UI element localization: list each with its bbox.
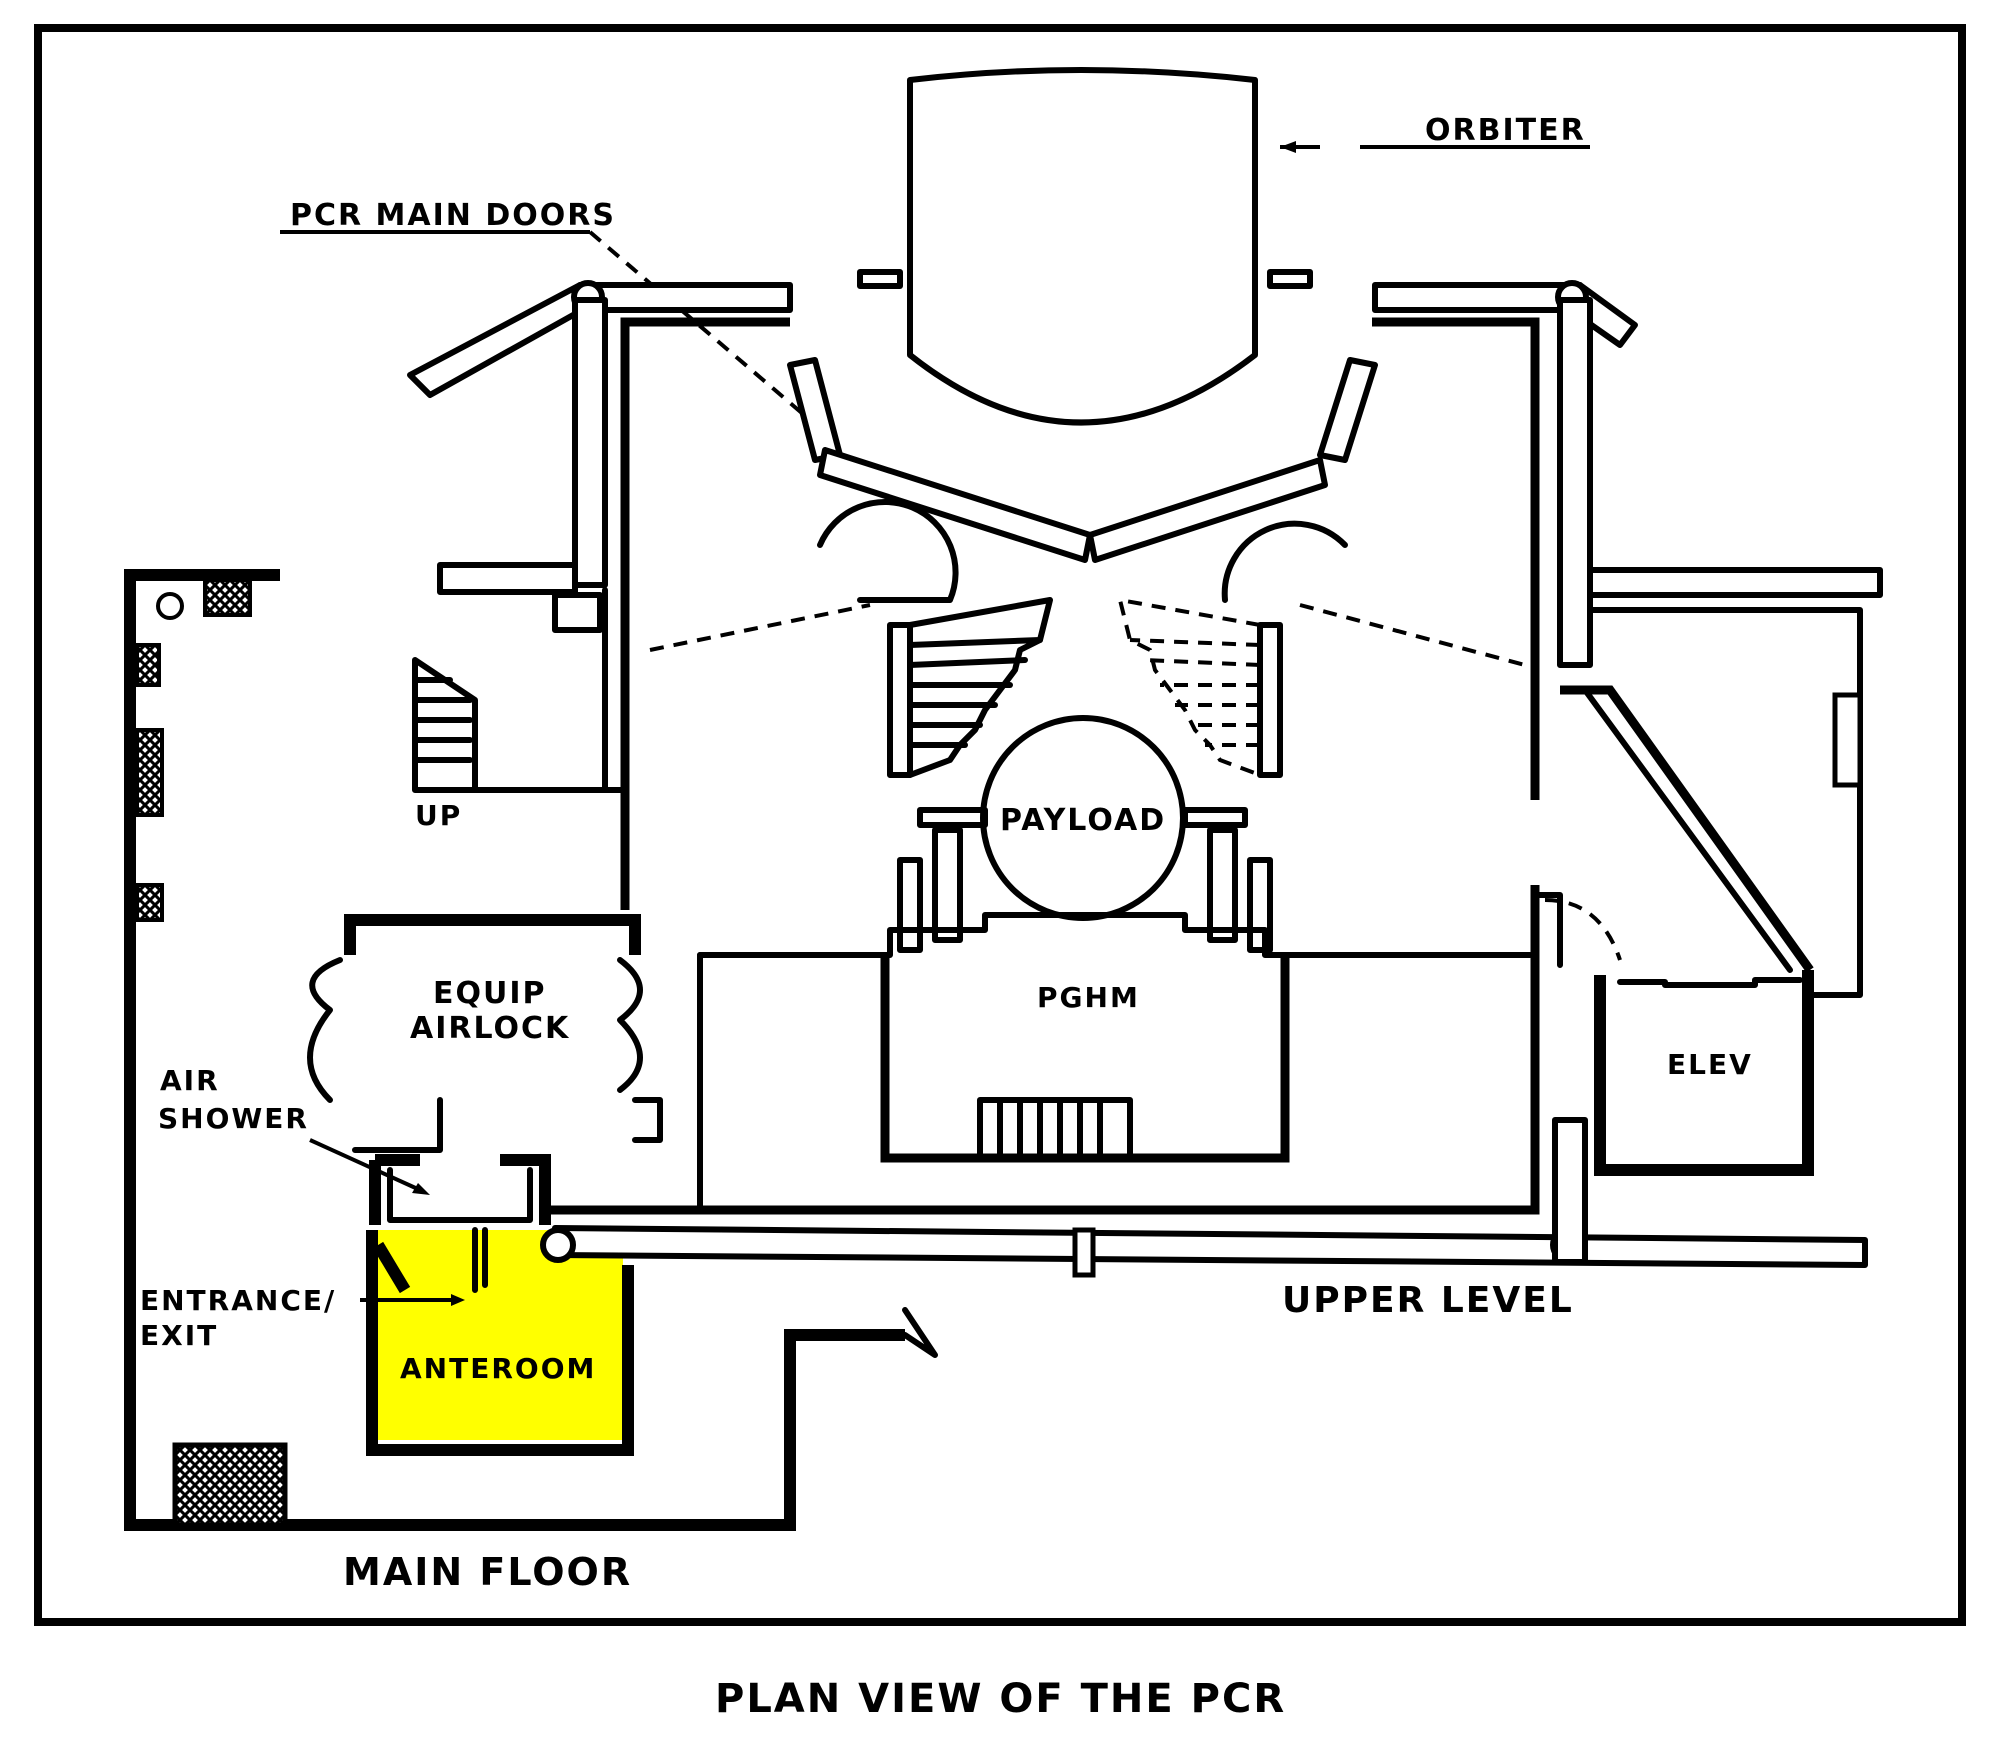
right-diagonal-inner: [1582, 687, 1793, 973]
pcr-main-wall: [620, 317, 790, 910]
elev-enclosure: [1594, 970, 1814, 1176]
right-wing-panel: [1832, 692, 1863, 788]
equip-airlock-label-2: AIRLOCK: [410, 1011, 570, 1046]
air-shower-label-1: AIR: [160, 1064, 220, 1097]
anteroom-label: ANTEROOM: [400, 1352, 596, 1385]
equip-airlock-wall: [344, 914, 641, 955]
right-door-rail-top: [1372, 282, 1583, 313]
right-swing-line: [1299, 603, 1526, 667]
left-foot: [552, 592, 603, 633]
upper-walkway: [552, 1225, 1868, 1268]
payload-label: PAYLOAD: [1000, 803, 1166, 838]
anteroom-door: [372, 1241, 411, 1294]
left-swing-door: [817, 498, 959, 603]
hatched-block-w1: [135, 643, 161, 687]
left-ledge: [437, 562, 578, 595]
air-shower-arrowhead: [412, 1183, 430, 1195]
pcr-main-doors-label: PCR MAIN DOORS: [290, 198, 616, 233]
equip-airlock-lower: [352, 1097, 443, 1153]
elev-top: [1617, 977, 1803, 988]
left-door-arm: [407, 282, 603, 398]
column-circle: [156, 592, 184, 620]
air-shower-inner: [387, 1167, 533, 1223]
elev-label: ELEV: [1667, 1048, 1753, 1081]
pghm-grating: [977, 1097, 1133, 1161]
up-label: UP: [415, 799, 462, 832]
upper-walkway-post: [1552, 1117, 1588, 1265]
elev-door-post: [1532, 892, 1563, 968]
right-swing-door: [1221, 520, 1348, 603]
main-floor-label: MAIN FLOOR: [343, 1550, 632, 1594]
air-shower-wall: [369, 1154, 551, 1225]
entrance-exit-label-2: EXIT: [140, 1319, 218, 1352]
hatched-block-w3: [135, 883, 164, 922]
elev-door-swing: [1544, 898, 1622, 961]
orbiter-arrowhead: [1280, 141, 1296, 153]
equip-airlock-stub: [632, 1097, 663, 1143]
right-wing: [1587, 607, 1863, 998]
right-door-bridge: [1087, 457, 1328, 563]
right-diagonal-wall: [1560, 685, 1814, 973]
walkway-joint: [1072, 1227, 1096, 1278]
left-swing-line: [649, 603, 871, 652]
air-shower-leader: [309, 1138, 421, 1192]
pghm-platform-top: [697, 912, 1533, 958]
caption: PLAN VIEW OF THE PCR: [715, 1676, 1286, 1722]
left-door-bridge: [817, 447, 1093, 563]
anteroom-partition: [472, 1227, 488, 1293]
orbiter-outline: [907, 67, 1258, 426]
main-floor-door: [902, 1307, 938, 1358]
orbiter-label: ORBITER: [1425, 113, 1586, 148]
equip-airlock-door-right: [617, 957, 643, 1093]
outer-frame: [34, 24, 1966, 1626]
right-column: [1557, 297, 1593, 668]
left-hinge: [857, 269, 903, 289]
pghm-label: PGHM: [1037, 981, 1140, 1014]
air-shower-label-2: SHOWER: [158, 1102, 309, 1135]
left-stairs: [887, 597, 1053, 778]
entrance-exit-label-1: ENTRANCE/: [140, 1284, 336, 1317]
payload-clamps: [897, 807, 1273, 953]
upper-level-label: UPPER LEVEL: [1282, 1280, 1574, 1321]
walkway-pivot: [540, 1227, 576, 1263]
right-hinge: [1267, 269, 1313, 289]
pcr-east-lower-wall: [550, 885, 1540, 1215]
pcr-main-wall-right: [1372, 317, 1540, 800]
anteroom-wall: [366, 1230, 634, 1456]
hatched-block-w2: [135, 728, 164, 817]
anteroom-highlight: [378, 1230, 623, 1440]
right-door-panel: [1317, 357, 1378, 463]
equip-airlock-door-left: [307, 957, 343, 1103]
up-stairs: [412, 657, 478, 793]
main-floor-wall: [124, 569, 905, 1531]
hatched-block-top: [203, 578, 252, 617]
hatched-block-bottom: [172, 1442, 288, 1528]
right-stairs: [1117, 597, 1283, 778]
equip-airlock-label-1: EQUIP: [433, 976, 547, 1011]
right-ledge: [1587, 567, 1883, 598]
left-column: [572, 297, 608, 588]
entrance-arrowhead: [451, 1294, 465, 1306]
left-door-rail-top: [577, 282, 793, 313]
